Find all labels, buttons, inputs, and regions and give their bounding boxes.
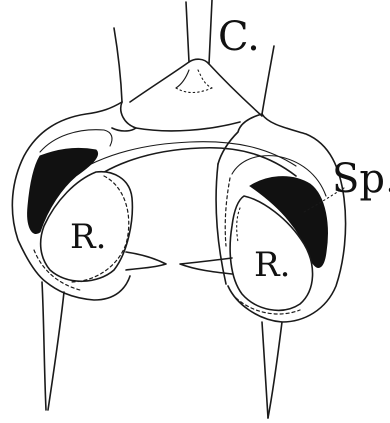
central-body [130,59,262,116]
right-upper-filament [262,46,274,114]
right-hook [180,258,232,274]
label-left-r: R. [70,217,106,257]
left-hook [126,252,166,270]
label-sp: Sp. [332,156,390,202]
label-right-r: R. [254,245,290,285]
top-stalk [186,0,212,64]
left-upper-filament [114,28,122,102]
label-c: C. [218,14,260,60]
